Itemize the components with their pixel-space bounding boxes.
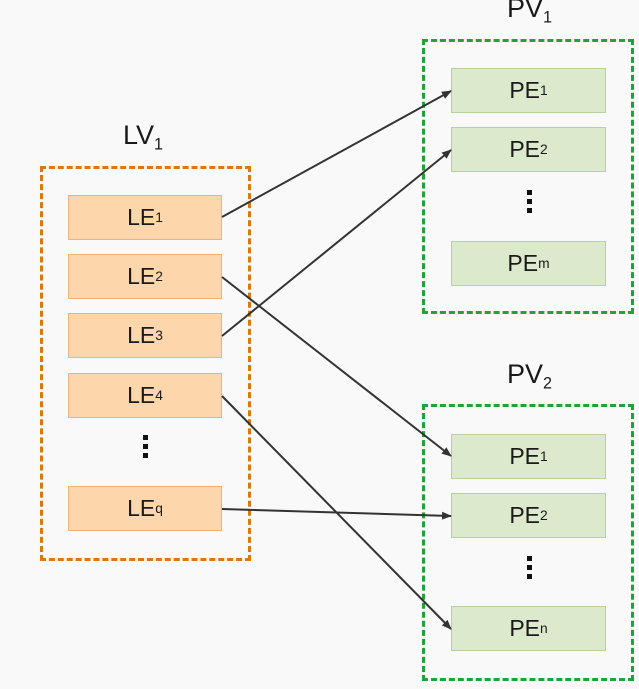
arrow-le3-to-pv1-pe2 xyxy=(221,149,452,337)
physical-volume-2-container xyxy=(422,404,634,681)
physical-volume-1-title: PV1 xyxy=(507,0,553,27)
logical-volume-title: LV1 xyxy=(123,120,164,154)
physical-volume-1-container xyxy=(422,39,634,314)
logical-extent-ellipsis xyxy=(141,435,149,462)
arrow-le4-to-pv2-pen xyxy=(221,395,452,630)
arrow-le1-to-pv1-pe1 xyxy=(221,90,452,218)
physical-volume-2-title: PV2 xyxy=(507,359,553,393)
pv1-extent-ellipsis xyxy=(525,190,533,217)
arrow-le2-to-pv2-pe1 xyxy=(221,276,452,457)
logical-volume-container xyxy=(40,166,251,561)
pv2-extent-ellipsis xyxy=(525,556,533,583)
